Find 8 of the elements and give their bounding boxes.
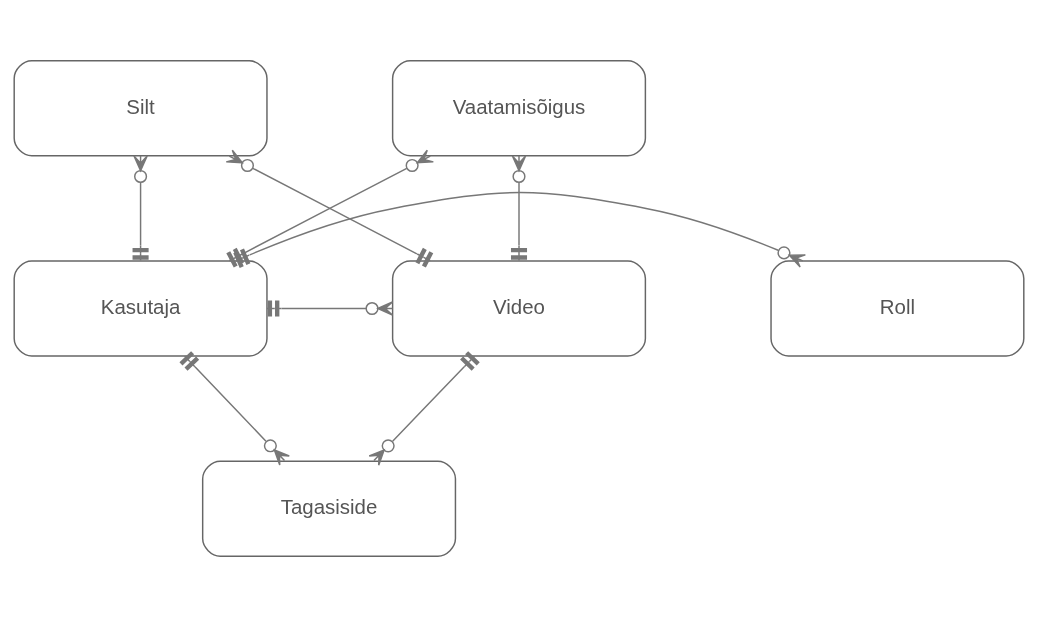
connector bbox=[368, 351, 480, 466]
connector bbox=[179, 351, 290, 466]
node-box: Kasutaja bbox=[13, 260, 268, 357]
node-box: Roll bbox=[770, 260, 1025, 357]
node-box: Silt bbox=[13, 60, 268, 157]
node-box: Tagasiside bbox=[201, 460, 457, 557]
node-box: Video bbox=[391, 260, 647, 357]
node-box: Vaatamisõigus bbox=[391, 60, 647, 157]
